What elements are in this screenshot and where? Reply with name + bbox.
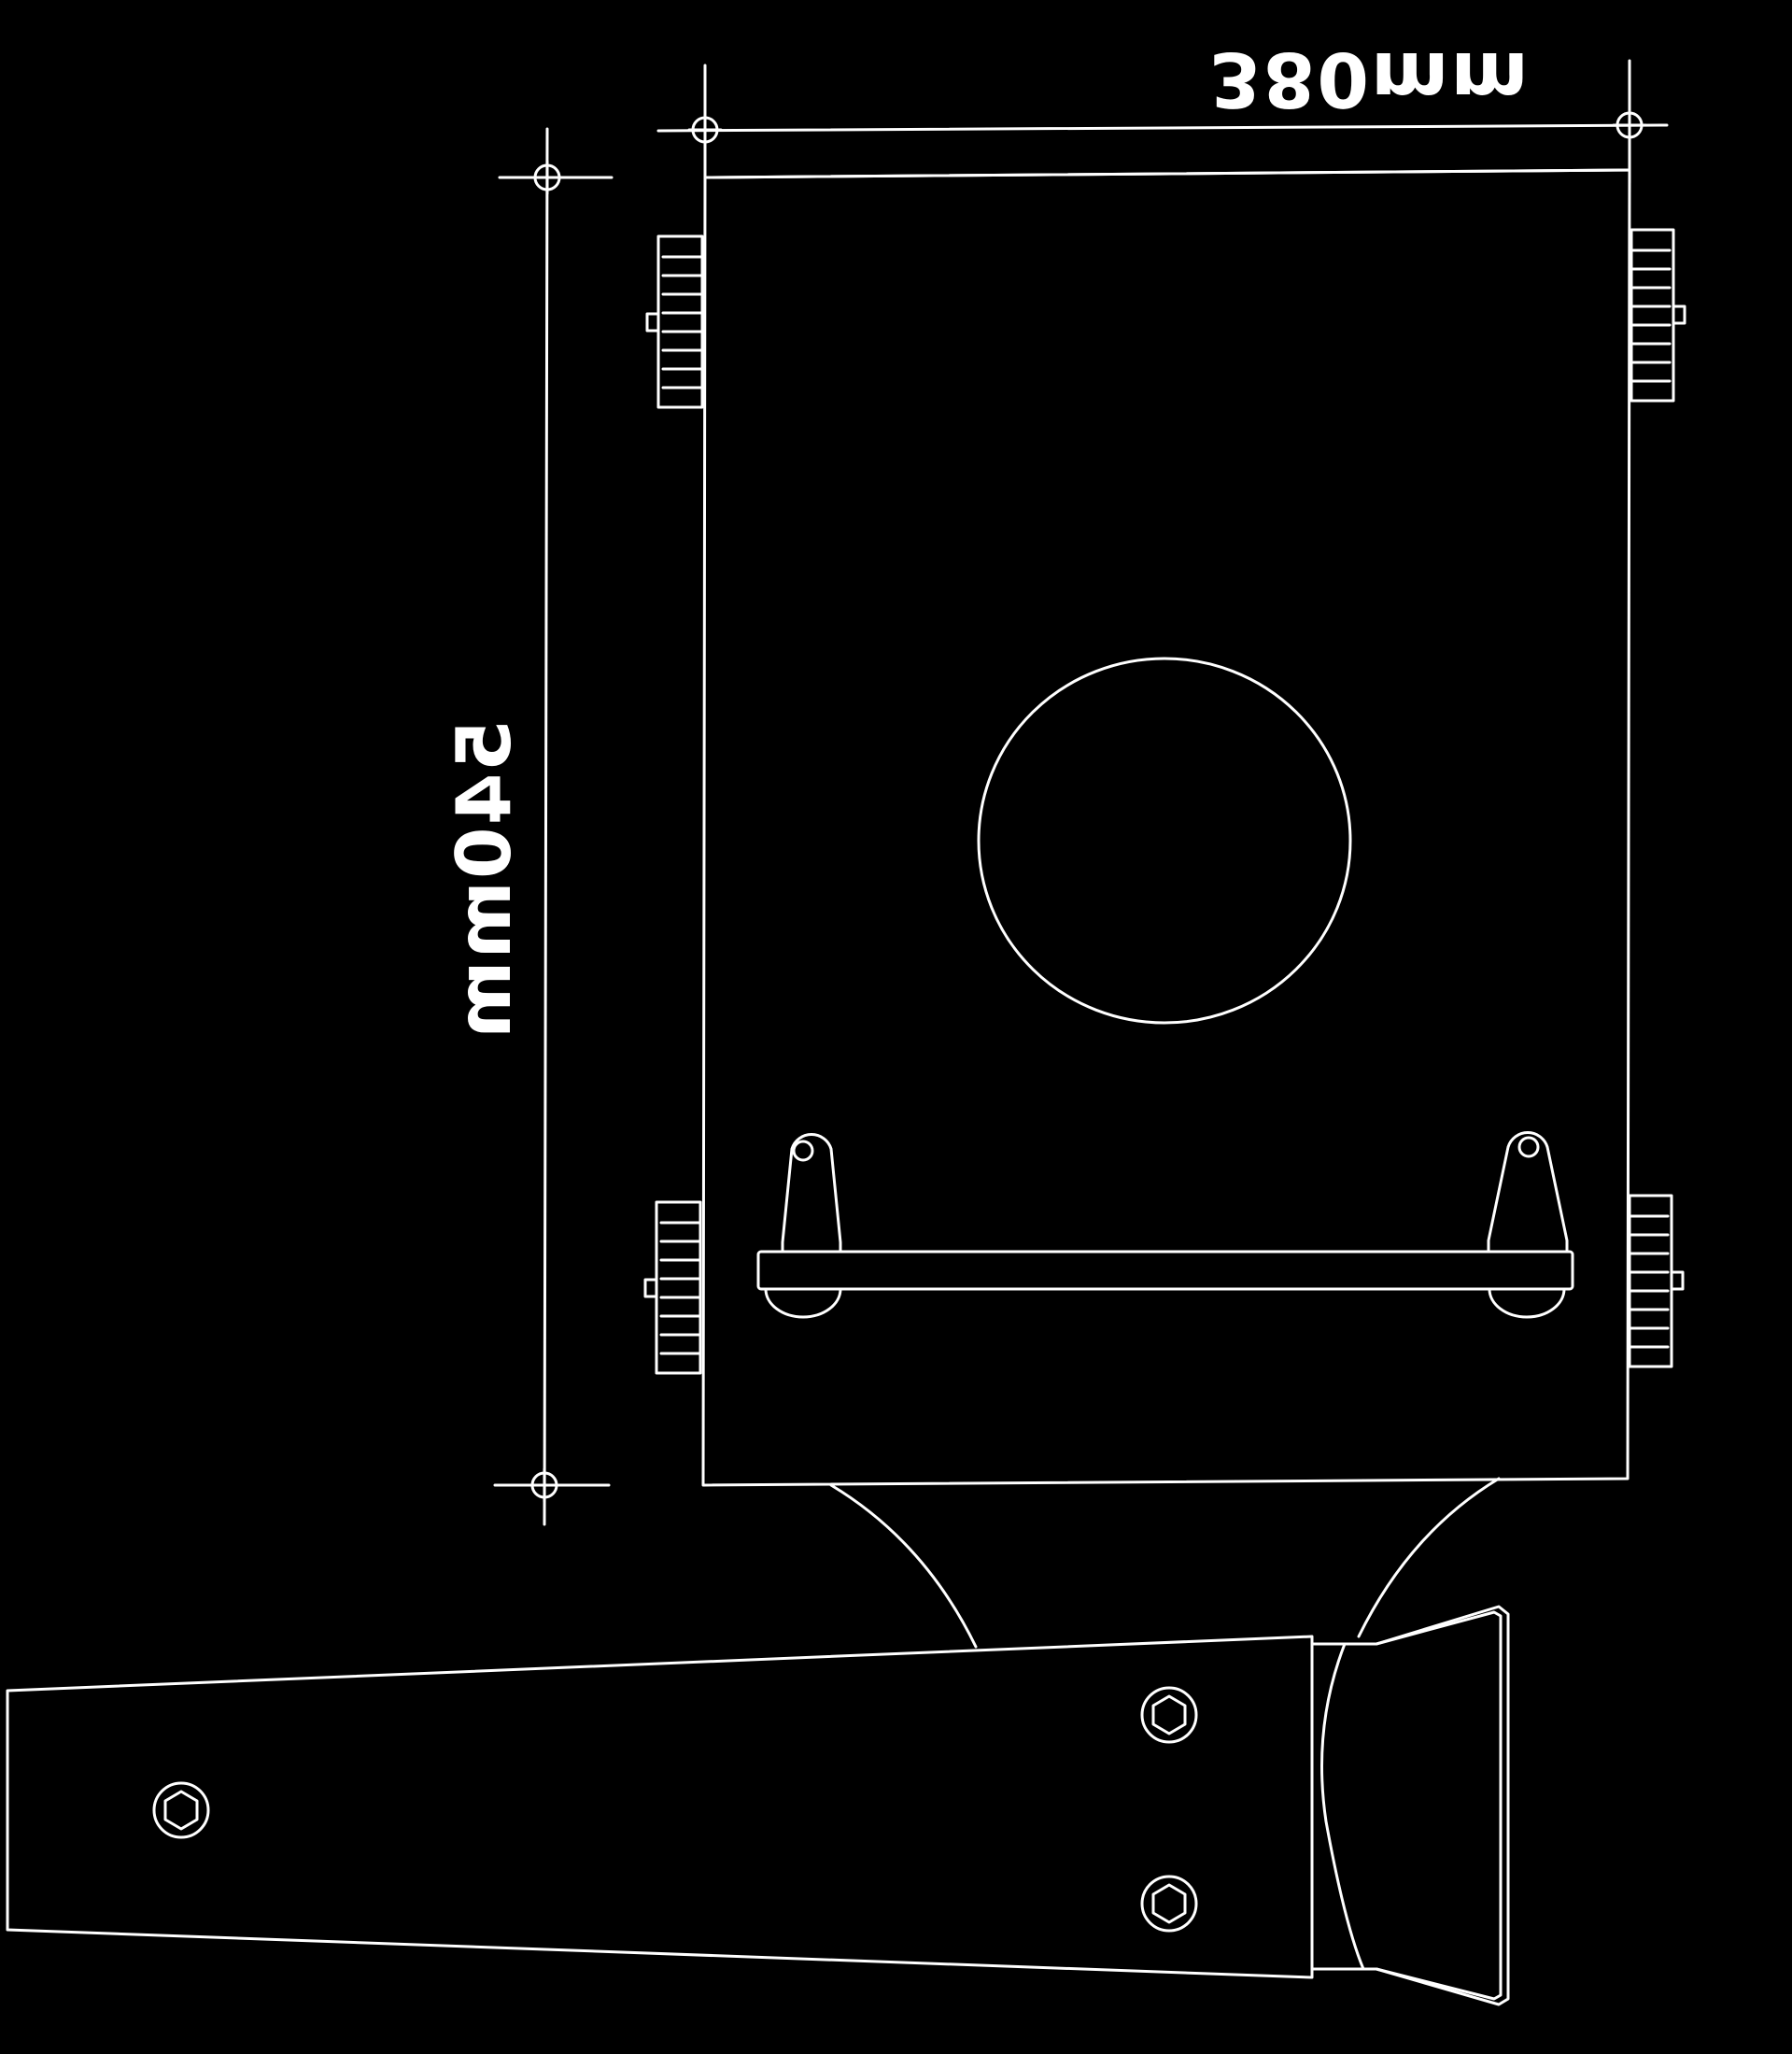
neck-curves: [829, 1477, 1501, 1649]
height-target-marker-bottom: [527, 1467, 562, 1503]
clamp-top-left: [645, 234, 704, 409]
width-dimension-line: [656, 123, 1669, 133]
hex-bolt-arm-left: [152, 1781, 210, 1839]
height-dimension: [493, 127, 614, 1526]
handle-lug-right: [1487, 1131, 1569, 1252]
width-target-marker-left: [687, 112, 723, 148]
handle-assembly: [756, 1131, 1574, 1319]
clamp-bottom-right: [1628, 1194, 1685, 1368]
width-target-marker-right: [1612, 107, 1647, 143]
clamp-top-right: [1630, 228, 1686, 403]
neck-curve-right: [1357, 1477, 1501, 1638]
center-hole: [977, 657, 1352, 1025]
width-label-group: 380mm: [1209, 35, 1531, 122]
hex-bolt-arm-bottom: [1140, 1875, 1198, 1933]
height-dimension-line: [543, 127, 549, 1526]
main-plate: [701, 168, 1631, 1487]
handle-foot-left: [764, 1287, 842, 1319]
arm-outline: [6, 1635, 1314, 1979]
neck-curve-left: [829, 1483, 978, 1649]
width-dimension-label: 380mm: [1209, 35, 1531, 122]
plate-top-edge: [703, 168, 1631, 179]
handle-bar: [756, 1250, 1574, 1291]
clamp-bottom-left: [643, 1200, 702, 1375]
arm-inner-curve: [1320, 1642, 1365, 1971]
arm-end-cap-inner: [1375, 1610, 1503, 2001]
width-dimension: [656, 59, 1669, 184]
height-target-marker-top: [529, 160, 565, 195]
arm-end-cap: [1310, 1605, 1510, 2006]
height-dimension-label: 540mm: [441, 719, 528, 1041]
tapered-arm: [6, 1605, 1510, 2006]
handle-foot-right: [1488, 1287, 1566, 1319]
hex-bolt-arm-top: [1140, 1686, 1198, 1744]
height-label-group: 540mm: [441, 719, 528, 1041]
handle-lug-left: [781, 1133, 842, 1254]
